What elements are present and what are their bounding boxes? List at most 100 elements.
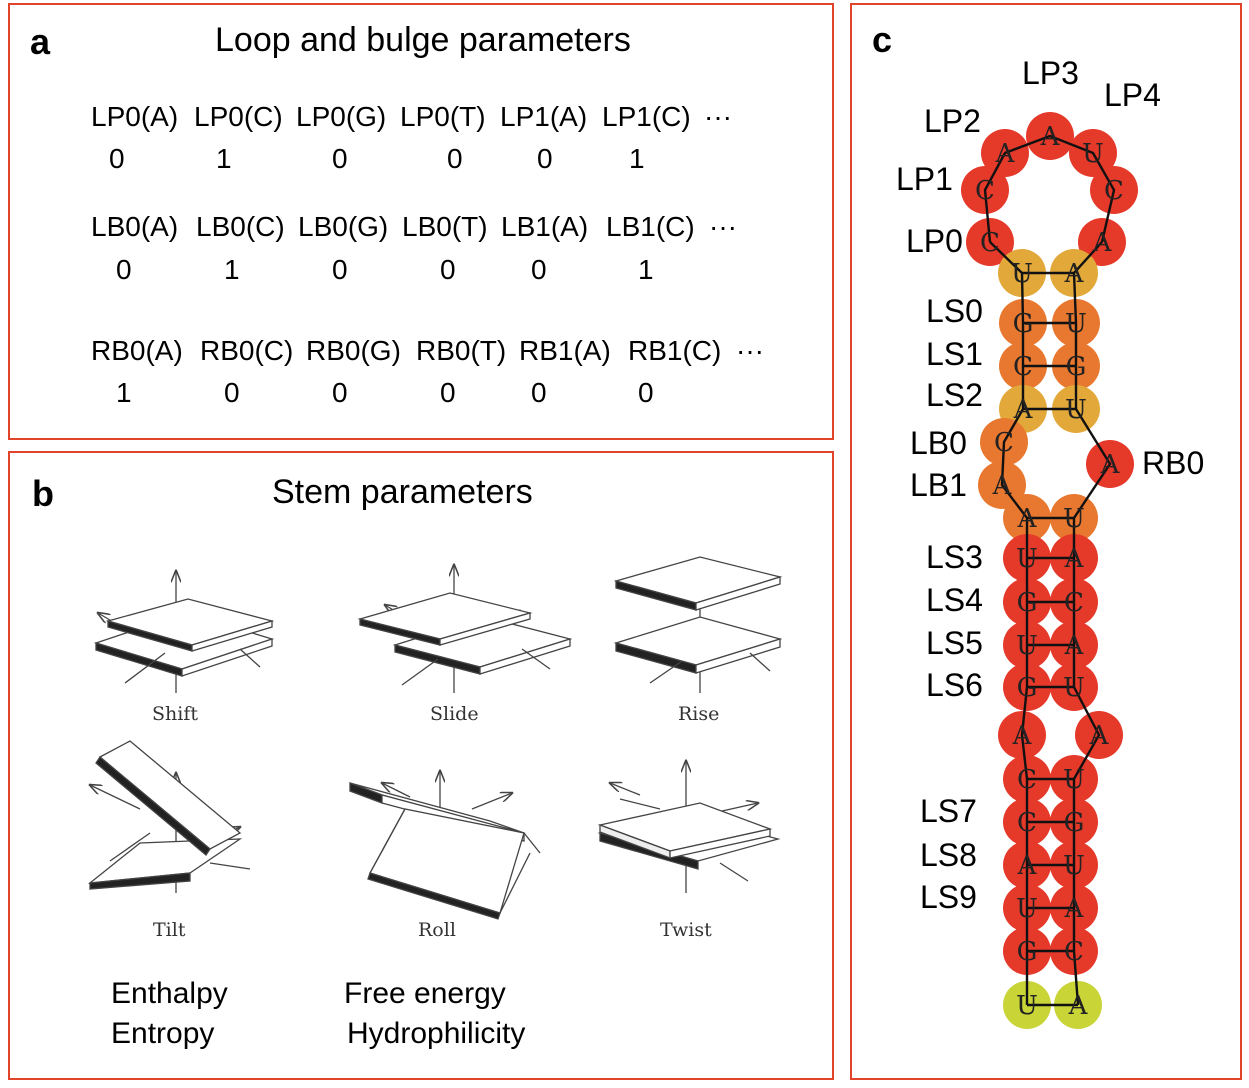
left-nucleotide-letter: C [1017, 808, 1037, 838]
panel-letter: c [872, 19, 893, 60]
param-header: LB1(C) [606, 211, 695, 242]
param-value: 0 [224, 377, 240, 408]
param-header: RB0(T) [416, 335, 507, 366]
tilt-diagram [90, 740, 251, 893]
label-lp2: LP2 [924, 103, 981, 139]
panel-letter: a [30, 21, 51, 62]
loop-nucleotide-letter: C [1104, 176, 1124, 206]
right-backbone [1072, 241, 1112, 1006]
loop-nucleotide-letter: A [995, 139, 1016, 169]
param-header: LP0(A) [91, 101, 179, 132]
left-nucleotide-letter: G [1017, 588, 1038, 618]
param-value: 0 [531, 377, 547, 408]
caption-tilt: Tilt [153, 919, 186, 941]
right-nucleotide-letter: G [1064, 808, 1085, 838]
bulge-nucleotide-letter: A [1100, 450, 1121, 480]
param-header: RB0(G) [306, 335, 401, 366]
label-ls5: LS5 [926, 625, 983, 661]
param-value: 1 [629, 143, 645, 174]
right-nucleotide-letter: A [1068, 991, 1089, 1021]
caption-shift: Shift [152, 703, 198, 725]
param-header: LP0(C) [194, 101, 283, 132]
param-value: 0 [531, 254, 547, 285]
param-header: LB0(A) [91, 211, 179, 242]
right-nucleotide-letter: U [1063, 504, 1085, 534]
param-header: LP0(G) [296, 101, 387, 132]
param-header: LB1(A) [501, 211, 589, 242]
label-ls7: LS7 [920, 793, 977, 829]
label-ls6: LS6 [926, 667, 983, 703]
left-nucleotide-letter: C [1017, 765, 1037, 795]
left-nucleotide-letter: U [1016, 544, 1038, 574]
param-value: 1 [638, 254, 654, 285]
label-ls9: LS9 [920, 879, 977, 915]
param-value: 1 [116, 377, 132, 408]
loop-nucleotide-letter: A [1040, 122, 1061, 152]
param-header: LB0(G) [298, 211, 389, 242]
left-nucleotide-letter: A [1017, 851, 1038, 881]
right-nucleotide-letter: U [1063, 673, 1085, 703]
param-value: 0 [332, 143, 348, 174]
param-header: LP0(T) [400, 101, 486, 132]
label-ls3: LS3 [926, 539, 983, 575]
left-nucleotide-letter: G [1017, 937, 1038, 967]
loop-nucleotide-letter: A [1092, 228, 1113, 258]
left-nucleotide-letter: A [1017, 504, 1038, 534]
label-lp3: LP3 [1022, 55, 1079, 91]
param-header: RB0(A) [91, 335, 183, 366]
param-value: 0 [332, 377, 348, 408]
left-nucleotide-letter: A [992, 471, 1013, 501]
left-nucleotide-letter: U [1016, 894, 1038, 924]
label-ls2: LS2 [926, 377, 983, 413]
param-value: 0 [537, 143, 553, 174]
panel-b: b Stem parameters [8, 451, 834, 1080]
caption-twist: Twist [660, 919, 712, 941]
right-nucleotide-letter: U [1063, 851, 1085, 881]
property-free-energy: Free energy [344, 977, 506, 1010]
param-header: RB1(A) [519, 335, 611, 366]
left-nucleotide-letter: A [1013, 395, 1034, 425]
caption-rise: Rise [678, 703, 720, 725]
right-nucleotide-letter: A [1064, 259, 1085, 289]
left-nucleotide-letter: A [1012, 721, 1033, 751]
param-value: 0 [638, 377, 654, 408]
param-value: 0 [440, 377, 456, 408]
param-value: 0 [447, 143, 463, 174]
right-nucleotide-letter: A [1064, 894, 1085, 924]
label-ls0: LS0 [926, 293, 983, 329]
ellipsis: ··· [704, 101, 732, 132]
param-value: 0 [332, 254, 348, 285]
right-nucleotide-letter: U [1065, 395, 1087, 425]
param-value: 0 [109, 143, 125, 174]
left-nucleotide-letter: G [1013, 309, 1034, 339]
right-nucleotide-letter: A [1064, 631, 1085, 661]
loop-nucleotide-letter: C [975, 176, 995, 206]
label-ls4: LS4 [926, 582, 983, 618]
shift-diagram [93, 571, 275, 693]
label-ls1: LS1 [926, 336, 983, 372]
panel-title: Stem parameters [272, 473, 533, 511]
twist-diagram [597, 761, 781, 893]
left-nucleotide-letter: U [1016, 631, 1038, 661]
param-header: LB0(C) [196, 211, 285, 242]
caption-roll: Roll [418, 919, 456, 941]
loop-backbone [983, 134, 1116, 243]
property-hydrophilicity: Hydrophilicity [347, 1017, 526, 1050]
stem-diagrams [10, 556, 783, 920]
right-nucleotide-letter: G [1066, 352, 1087, 382]
rise-diagram [613, 556, 783, 693]
label-lb0: LB0 [910, 425, 967, 461]
param-value: 1 [216, 143, 232, 174]
left-nucleotide-letter: C [1013, 352, 1033, 382]
label-rb0: RB0 [1142, 445, 1205, 481]
caption-slide: Slide [430, 703, 479, 725]
left-nucleotide-letter: G [1017, 673, 1038, 703]
left-nucleotide-letter: U [1016, 991, 1038, 1021]
label-lp1: LP1 [896, 161, 953, 197]
left-nucleotide-letter: C [994, 428, 1014, 458]
param-value: 1 [224, 254, 240, 285]
property-enthalpy: Enthalpy [111, 977, 228, 1010]
panel-letter: b [32, 473, 54, 514]
param-header: LB0(T) [402, 211, 488, 242]
right-nucleotide-letter: U [1063, 765, 1085, 795]
